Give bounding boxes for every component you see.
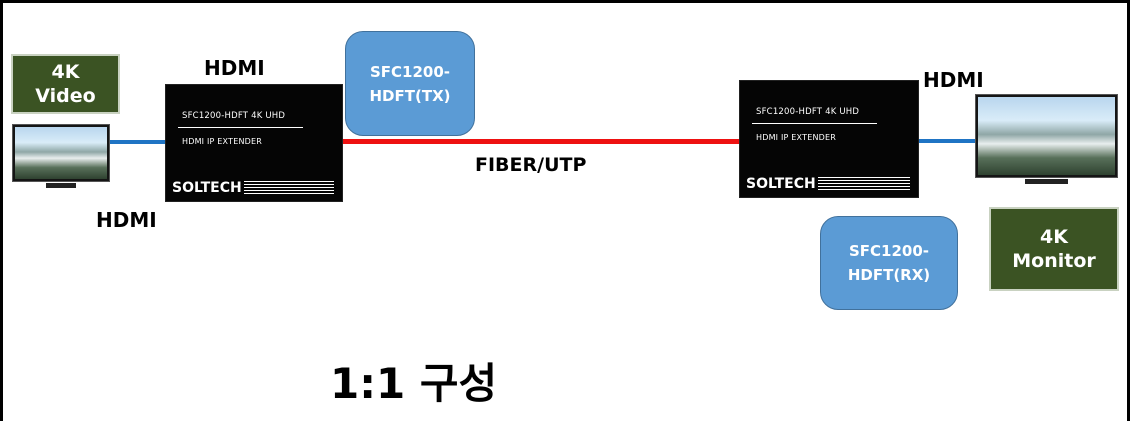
device-model-text: SFC1200-HDFT 4K UHD (182, 111, 286, 121)
source-4k-video-tag: 4K Video (11, 54, 120, 114)
device-divider (178, 127, 303, 128)
device-brand-text: SOLTECH (172, 180, 242, 196)
sink-4k-monitor-tag: 4K Monitor (989, 207, 1119, 291)
device-vent-stripes (818, 177, 910, 191)
source-tv-icon (12, 124, 110, 188)
hdmi-link-left (108, 140, 166, 144)
diagram-title: 1:1 구성 (330, 359, 498, 408)
fiber-utp-label: FIBER/UTP (475, 154, 587, 176)
hdmi-label-tx: HDMI (204, 56, 265, 80)
tx-model-bubble: SFC1200- HDFT(TX) (345, 31, 475, 136)
device-brand-text: SOLTECH (746, 176, 816, 192)
device-subtitle-text: HDMI IP EXTENDER (182, 137, 263, 146)
fiber-utp-link (343, 139, 739, 144)
monitor-tv-icon (975, 94, 1118, 184)
rx-extender-device: SFC1200-HDFT 4K UHD HDMI IP EXTENDER SOL… (739, 80, 919, 198)
hdmi-label-source: HDMI (96, 208, 157, 232)
device-subtitle-text: HDMI IP EXTENDER (756, 133, 837, 142)
hdmi-label-rx: HDMI (923, 68, 984, 92)
tx-extender-device: SFC1200-HDFT 4K UHD HDMI IP EXTENDER SOL… (165, 84, 343, 202)
device-divider (752, 123, 877, 124)
device-model-text: SFC1200-HDFT 4K UHD (756, 107, 860, 117)
device-vent-stripes (244, 181, 334, 195)
hdmi-link-right (918, 139, 980, 143)
rx-model-bubble: SFC1200- HDFT(RX) (820, 216, 958, 310)
